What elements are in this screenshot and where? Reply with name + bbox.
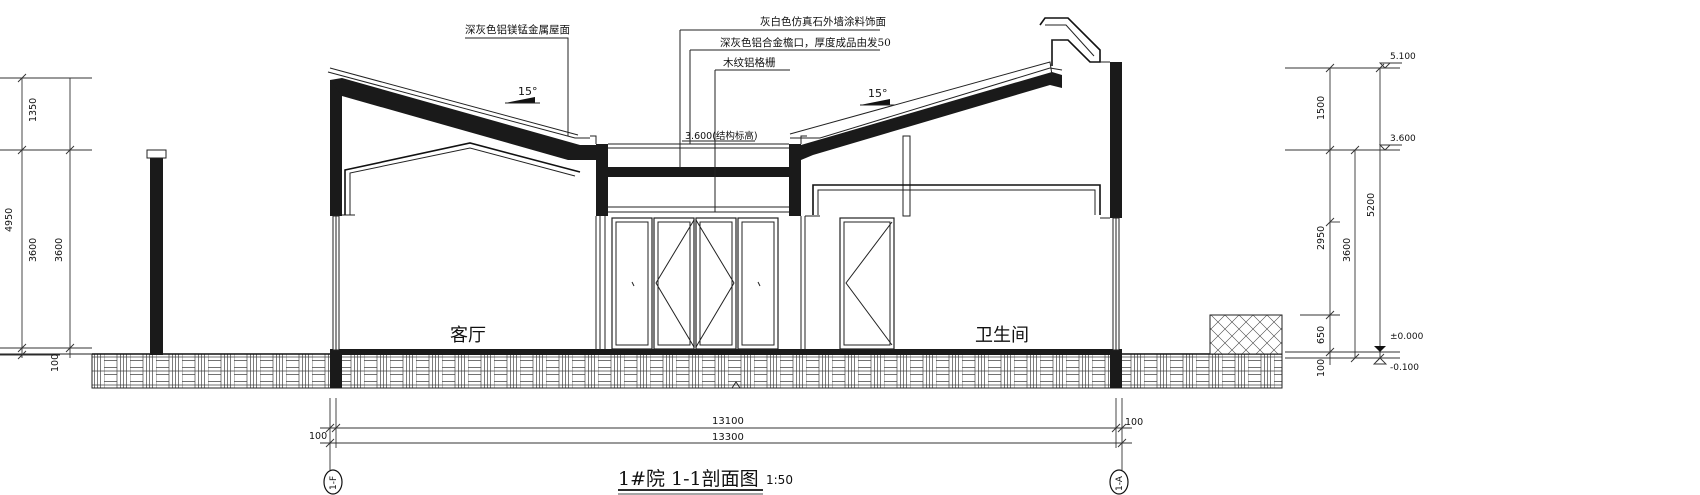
level-minus-0100: -0.100: [1390, 363, 1419, 373]
level-0000: ±0.000: [1390, 332, 1424, 342]
interior-level-text: 3.600(结构标高): [685, 130, 758, 142]
room-living: 客厅: [450, 325, 486, 346]
right-dim-1500: 1500: [1316, 96, 1327, 120]
folding-doors: [611, 217, 779, 350]
slope-left: 15°: [518, 85, 538, 98]
right-interior: [805, 135, 1101, 350]
drawing-title: 1#院 1-1剖面图 1:50: [618, 468, 793, 495]
right-dim-2950: 2950: [1316, 226, 1327, 250]
left-dim-1350: 1350: [28, 98, 39, 122]
title-scale: 1:50: [766, 473, 793, 487]
callout-wall-coating: 灰白色仿真石外墙涂料饰面: [760, 15, 886, 28]
bottom-dim-13300: 13300: [712, 432, 744, 443]
left-dim-3600a: 3600: [28, 238, 39, 262]
slope-right: 15°: [868, 87, 888, 100]
left-post: [146, 149, 167, 355]
callouts: 深灰色铝镁锰金属屋面 灰白色仿真石外墙涂料饰面 深灰色铝合金檐口，厚度成品由发5…: [465, 15, 891, 212]
right-dim-3600: 3600: [1342, 238, 1353, 262]
left-dim-4950: 4950: [4, 208, 15, 232]
left-dim-3600b: 3600: [54, 238, 65, 262]
axis-label-1f: 1-F: [329, 476, 339, 490]
level-3600: 3.600: [1390, 134, 1416, 144]
left-wall: [330, 80, 342, 351]
bottom-dimensions: 13100 13300 100 100: [309, 398, 1143, 470]
left-dim-100: 100: [50, 354, 61, 372]
right-dim-100: 100: [1316, 359, 1327, 377]
callout-eave-material: 深灰色铝合金檐口，厚度成品由发50: [720, 36, 891, 49]
title-main: 1#院 1-1剖面图: [618, 468, 759, 490]
right-dim-650: 650: [1316, 326, 1327, 344]
left-roof: [327, 67, 590, 216]
right-dim-5200: 5200: [1366, 193, 1377, 217]
bottom-dim-left-100: 100: [309, 431, 327, 442]
right-roof: [789, 17, 1101, 160]
axis-label-1a: 1-A: [1115, 475, 1125, 491]
slope-marks: 15° 15°: [505, 85, 895, 106]
axis-bubbles: 1-F 1-A: [323, 469, 1129, 495]
central-section: [580, 135, 807, 350]
interior-level: 3.600(结构标高): [682, 130, 758, 142]
level-5100: 5.100: [1390, 52, 1416, 62]
room-bathroom: 卫生间: [975, 325, 1029, 346]
bottom-dim-13100: 13100: [712, 416, 744, 427]
right-dimensions: 1500 2950 650 100 3600 5200 5.100 3.600 …: [1285, 52, 1424, 377]
right-wall: [1100, 61, 1122, 351]
left-dimensions: 1350 4950 3600 3600 100: [0, 73, 92, 372]
bottom-dim-right-100: 100: [1125, 417, 1143, 428]
callout-roof-material: 深灰色铝镁锰金属屋面: [465, 23, 570, 36]
callout-wood-grain: 木纹铝格栅: [723, 56, 776, 69]
floor-slab: [330, 349, 1122, 388]
